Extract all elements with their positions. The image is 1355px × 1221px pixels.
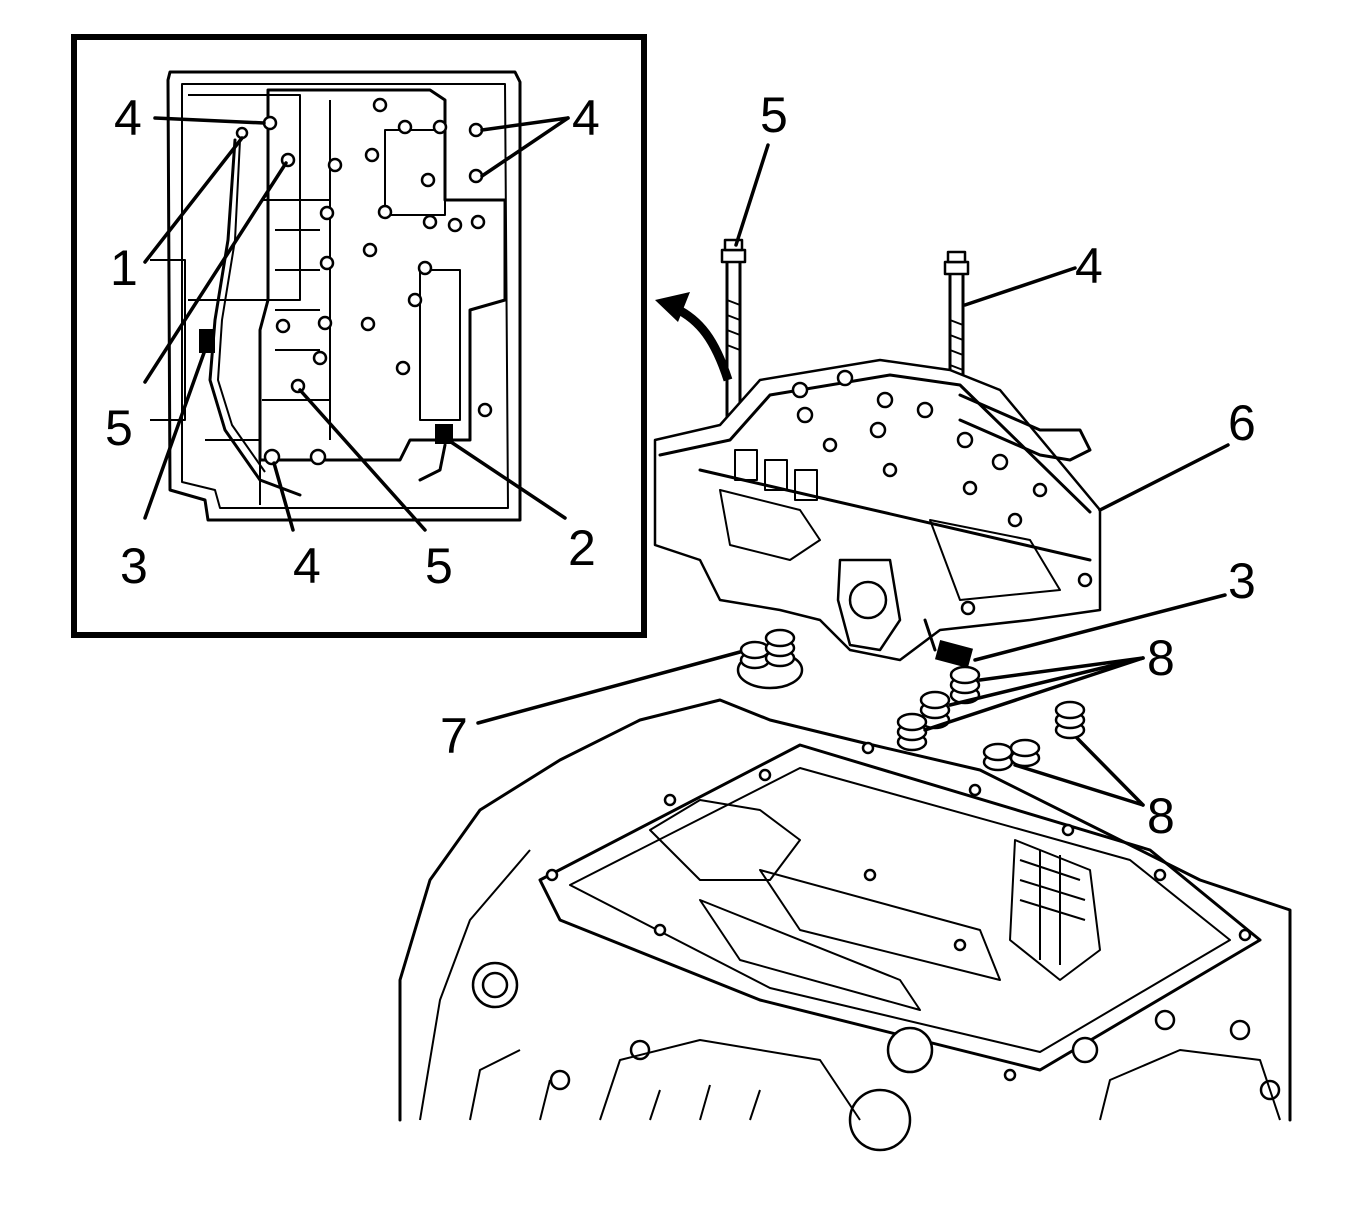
callout-3-connector: 3: [1228, 553, 1256, 609]
callout-8-seals-upper: 8: [1147, 630, 1175, 686]
inset-wiring-harness: [199, 138, 453, 497]
inset-callout-4-top-left: 4: [114, 90, 142, 146]
control-valve-body-assembly: [653, 358, 1102, 669]
callout-8-seals-lower: 8: [1147, 788, 1175, 844]
inset-callout-5-left: 5: [105, 400, 133, 456]
seal-stack-8a: [949, 665, 981, 705]
inset-callout-3: 3: [120, 538, 148, 594]
transmission-case: [398, 698, 1292, 1152]
inset-callout-5-bottom: 5: [425, 538, 453, 594]
callout-4-bolt: 4: [1075, 238, 1103, 294]
inset-leader-lines: [143, 116, 570, 532]
seal-stack-8c: [896, 712, 928, 752]
bolt-5: [720, 238, 747, 432]
inset-bolt-holes: [235, 97, 493, 466]
inset-callout-4-bottom: 4: [293, 538, 321, 594]
callout-5-bolt: 5: [760, 87, 788, 143]
seal-stack-8e: [1009, 738, 1041, 768]
inset-callout-4-top-right: 4: [572, 90, 600, 146]
seal-stack-8d: [982, 742, 1014, 772]
main-leader-lines: [476, 143, 1230, 807]
removal-direction-arrow: [655, 292, 733, 382]
inset-callout-1: 1: [110, 240, 138, 296]
inset-frame: [71, 34, 647, 638]
seal-stack-8f: [1054, 700, 1086, 740]
inset-detail-view: 4 4 1 5 3 4 5 2: [71, 34, 647, 638]
inset-callout-2: 2: [568, 520, 596, 576]
seal-group-7: [736, 628, 804, 690]
callout-6-valve-body: 6: [1228, 395, 1256, 451]
inset-valve-body: [258, 88, 507, 462]
callout-7-seal: 7: [440, 708, 468, 764]
